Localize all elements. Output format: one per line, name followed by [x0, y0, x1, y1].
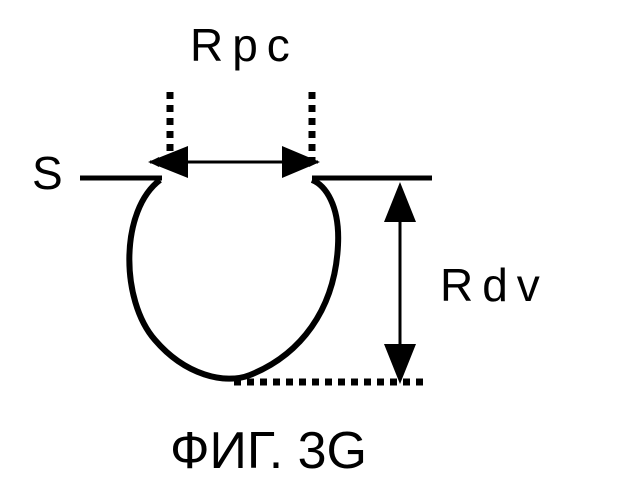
cavity-profile	[129, 180, 338, 379]
rpc-label: Rpc	[190, 22, 299, 68]
surface-label: S	[32, 150, 63, 196]
rdv-arrowhead-top	[384, 182, 416, 222]
rdv-label: Rdv	[440, 262, 549, 308]
figure-caption: ФИГ. 3G	[170, 425, 367, 477]
rdv-arrowhead-bottom	[384, 344, 416, 384]
